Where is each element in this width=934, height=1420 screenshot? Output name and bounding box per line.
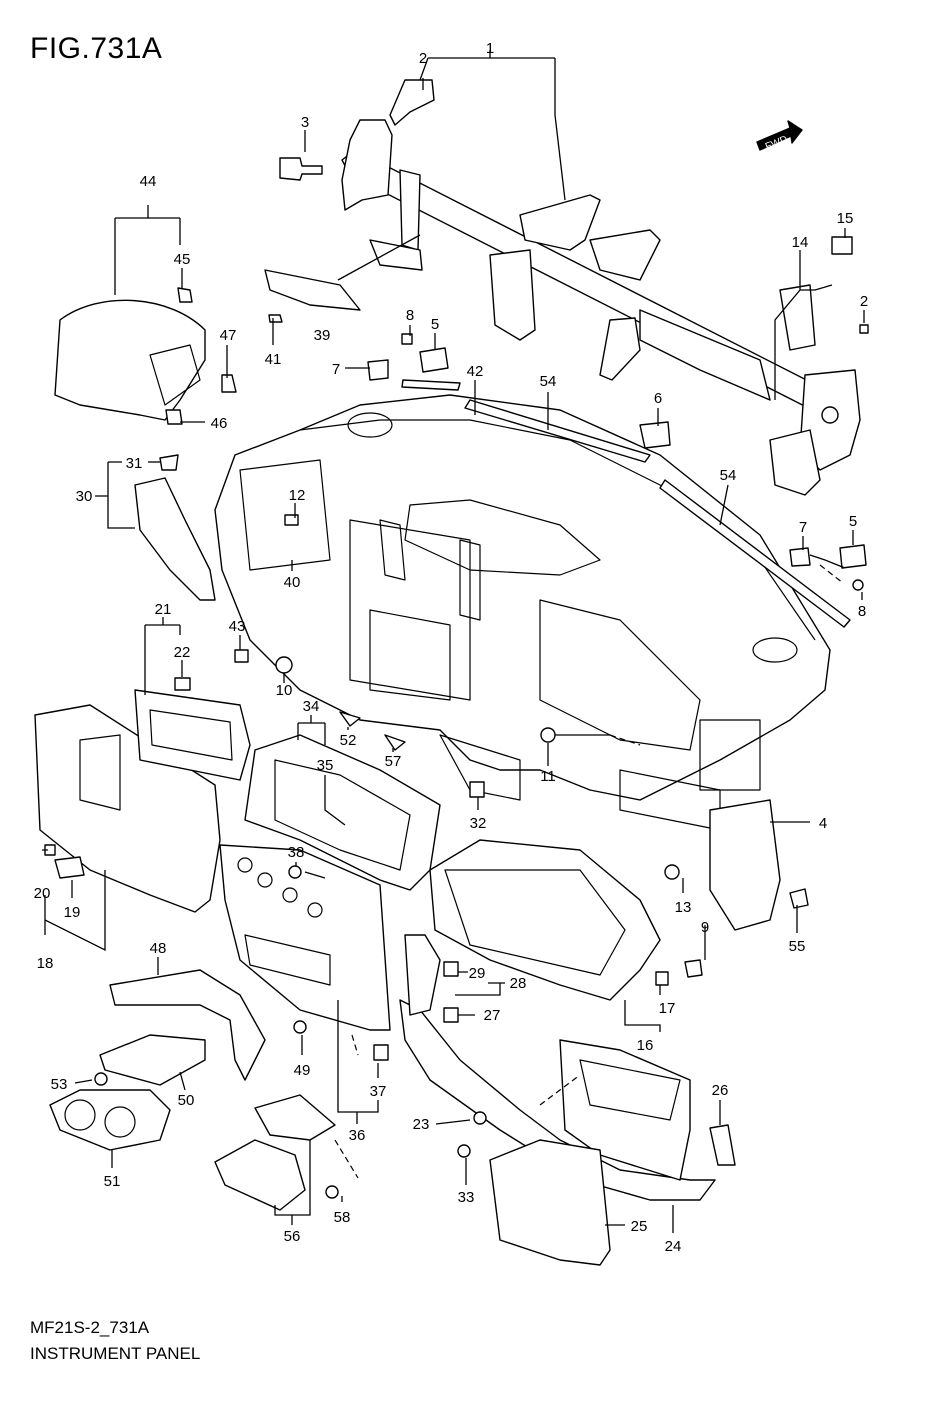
passenger-airbag-cover <box>54 299 206 421</box>
callout-18: 18 <box>37 955 54 972</box>
callout-10: 10 <box>276 682 293 699</box>
callout-57: 57 <box>385 753 402 770</box>
callout-8: 8 <box>858 603 866 620</box>
figure-title: FIG.731A <box>30 32 163 65</box>
callout-44: 44 <box>140 173 157 190</box>
callout-27: 27 <box>484 1007 501 1024</box>
callout-1: 1 <box>486 40 494 57</box>
side-bracket <box>709 799 781 931</box>
callout-11: 11 <box>540 768 556 785</box>
callout-53: 53 <box>51 1076 68 1093</box>
callout-33: 33 <box>458 1189 475 1206</box>
callout-28: 28 <box>510 975 527 992</box>
callout-54: 54 <box>540 373 557 390</box>
console-box <box>99 1034 206 1086</box>
heater-control-bezel <box>219 844 391 1031</box>
callout-51: 51 <box>104 1173 121 1190</box>
callout-13: 13 <box>675 899 692 916</box>
defroster-strip <box>401 379 461 391</box>
meter-cluster-hood <box>429 839 661 1001</box>
callout-37: 37 <box>370 1083 387 1100</box>
callout-24: 24 <box>665 1238 682 1255</box>
cup-holder <box>49 1089 171 1151</box>
callout-7: 7 <box>799 519 807 536</box>
callout-48: 48 <box>150 940 167 957</box>
callout-9: 9 <box>701 919 709 936</box>
defroster-garnish-left <box>464 399 651 463</box>
callout-46: 46 <box>211 415 228 432</box>
callout-15: 15 <box>837 210 854 227</box>
callout-39: 39 <box>314 327 331 344</box>
callout-30: 30 <box>76 488 93 505</box>
callout-2: 2 <box>860 293 868 310</box>
callout-3: 3 <box>301 114 309 131</box>
callout-5: 5 <box>431 316 439 333</box>
callout-26: 26 <box>712 1082 729 1099</box>
center-garnish <box>244 734 441 891</box>
callout-17: 17 <box>659 1000 676 1017</box>
callout-40: 40 <box>284 574 301 591</box>
callout-16: 16 <box>637 1037 654 1054</box>
callout-20: 20 <box>34 885 51 902</box>
callout-12: 12 <box>289 487 306 504</box>
callout-25: 25 <box>631 1218 648 1235</box>
callout-54: 54 <box>720 467 737 484</box>
callout-14: 14 <box>792 234 809 251</box>
callout-38: 38 <box>288 844 305 861</box>
callout-22: 22 <box>174 644 191 661</box>
audio-bracket <box>109 969 266 1081</box>
callout-8: 8 <box>406 307 414 324</box>
callout-31: 31 <box>126 455 143 472</box>
callout-6: 6 <box>654 390 662 407</box>
callout-45: 45 <box>174 251 191 268</box>
callout-42: 42 <box>467 363 484 380</box>
callout-34: 34 <box>303 698 320 715</box>
callout-36: 36 <box>349 1127 366 1144</box>
callout-29: 29 <box>469 965 486 982</box>
callout-52: 52 <box>340 732 357 749</box>
callout-56: 56 <box>284 1228 301 1245</box>
callout-5: 5 <box>849 513 857 530</box>
diagram-caption: INSTRUMENT PANEL <box>30 1344 201 1363</box>
callout-58: 58 <box>334 1209 351 1226</box>
callout-23: 23 <box>413 1116 430 1133</box>
forward-direction-arrow-icon: FWD <box>756 120 803 153</box>
callout-55: 55 <box>789 938 806 955</box>
leader-lines <box>42 50 865 1233</box>
defroster-garnish-right <box>659 479 851 628</box>
callout-19: 19 <box>64 904 81 921</box>
callout-43: 43 <box>229 618 246 635</box>
lower-storage-box <box>489 1139 611 1266</box>
ashtray <box>254 1094 336 1141</box>
callout-7: 7 <box>332 361 340 378</box>
diagram-code: MF21S-2_731A <box>30 1318 150 1337</box>
callout-41: 41 <box>265 351 282 368</box>
callout-49: 49 <box>294 1062 311 1079</box>
callout-32: 32 <box>470 815 487 832</box>
callout-21: 21 <box>155 601 172 618</box>
callout-4: 4 <box>819 815 827 832</box>
callout-47: 47 <box>220 327 237 344</box>
callout-35: 35 <box>317 757 334 774</box>
callout-2: 2 <box>419 50 427 67</box>
ashtray-housing <box>214 1139 306 1211</box>
side-cover <box>134 477 216 601</box>
dashed-leaders <box>334 564 844 1179</box>
callout-50: 50 <box>178 1092 195 1109</box>
steering-support-member <box>341 79 861 496</box>
